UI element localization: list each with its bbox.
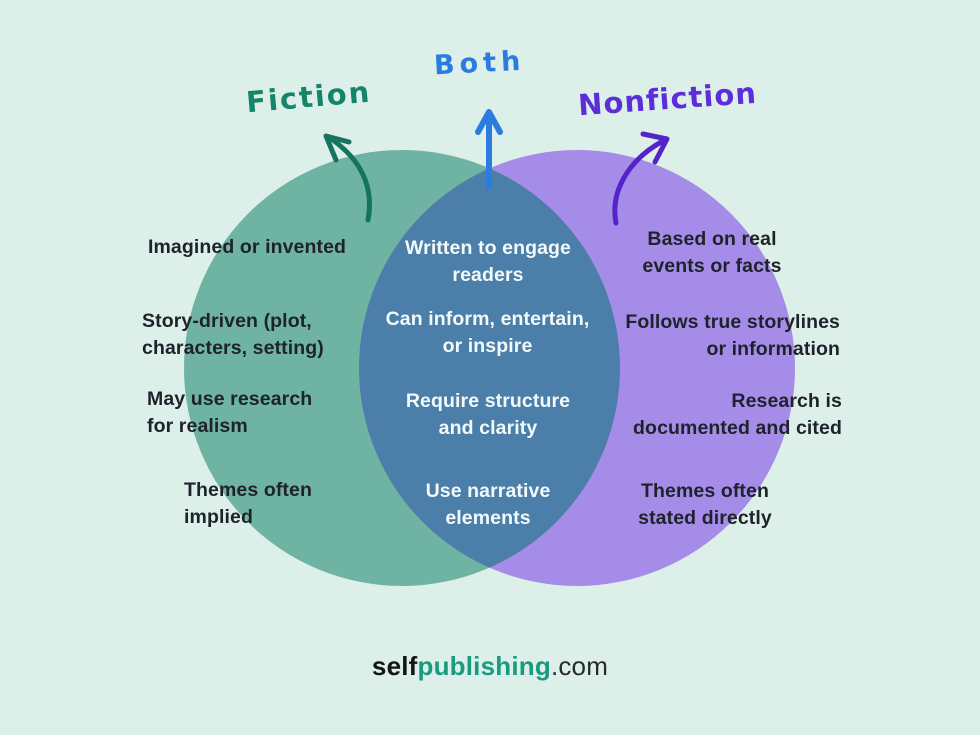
nonfiction-point-storylines: Follows true storylines or information: [625, 311, 840, 360]
nonfiction-arrow: [612, 131, 670, 226]
brand-tld: .com: [550, 651, 609, 681]
brand-logo: selfpublishing.com: [0, 651, 980, 682]
fiction-point-story-driven: Story-driven (plot, characters, setting): [142, 310, 324, 359]
nonfiction-point-themes: Themes often stated directly: [638, 480, 772, 529]
both-arrow: [475, 109, 503, 189]
fiction-point-themes: Themes often implied: [184, 479, 312, 528]
nonfiction-point-cited: Research is documented and cited: [633, 390, 842, 439]
brand-publishing: publishing: [417, 651, 551, 681]
both-point-structure: Require structure and clarity: [405, 390, 571, 439]
both-point-narrative: Use narrative elements: [425, 480, 551, 529]
overlap-lens: [359, 150, 620, 586]
both-heading: Both: [433, 45, 527, 82]
both-point-engage: Written to engage readers: [404, 237, 571, 286]
fiction-arrow: [323, 133, 372, 223]
nonfiction-point-real-events: Based on real events or facts: [642, 228, 782, 277]
both-point-inform: Can inform, entertain, or inspire: [385, 308, 590, 357]
fiction-point-imagined: Imagined or invented: [147, 236, 347, 258]
fiction-point-research: May use research for realism: [147, 388, 313, 437]
brand-self: self: [371, 651, 418, 681]
